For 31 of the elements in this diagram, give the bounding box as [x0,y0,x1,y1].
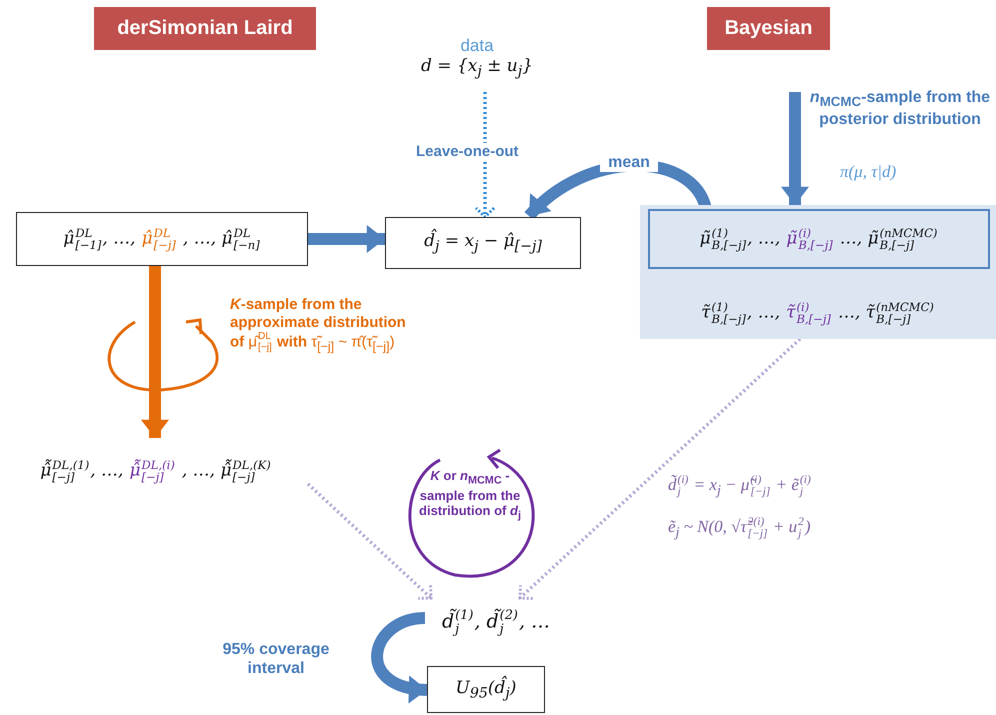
formula-text: τ̃$^{(1)}$$_{B,[−j]}$, …, [701,300,780,325]
header-banner [707,7,830,50]
arrow [781,92,809,205]
note-text: K or n$_{MCMC}$ - sample from the distribution of d$_{j}$ [418,468,522,523]
dotted-arrow [474,92,496,218]
heading: Bayesian [724,17,812,40]
formula-text: U$_{95}$(d̂$_{j}$) [456,678,516,702]
formula-text: d = {x$_{j}$ ± u$_{j}$} [421,56,533,80]
header-banner [94,7,316,50]
formula-text: μ̃$^{(1)}$$_{B,[−j]}$, …, [700,226,780,252]
edge-label: K-sample from the approximate distribution of μ̂$^{DL}$$_{[−j]}$ with τ̃$_{[−j]}$ ~ π̂(τ̃$_{[−j]}$) [230,296,407,355]
dotted-arrow [518,338,802,600]
formula-text: μ̂̃$^{DL,(1)}$$_{[−j]}$, …, [40,458,124,484]
sample-panel [640,205,996,339]
caption-text: data [460,36,494,56]
formula-box [648,209,990,269]
arrow [371,612,428,702]
formula-text: d̂$_{j}$ = x$_{j}$ − μ̂$_{[−j]}$ [424,231,542,255]
formula-text: d̃$^{(1)}$$_{j}$, d̃$^{(2)}$$_{j}$, … [442,609,550,637]
formula-box [427,666,545,713]
arrow [141,266,169,438]
formula-box [385,217,581,269]
heading: derSimonian Laird [117,17,293,40]
formula-text: ẽ$_{j}$ ~ N(0, √τ̃$^{2(i)}$$_{[−j]}$ + u$^{2}$$_{j}$) [668,516,812,542]
dotted-arrow [306,482,432,600]
formula-text: π(μ, τ|d) [840,162,898,182]
formula-text: μ̂$^{DL}$$_{[−1]}$, …, [63,226,136,252]
edge-label: n$_{MCMC}$-sample from the posterior distribution [808,88,992,130]
formula-box [16,212,308,266]
edge-label: 95% coverage interval [222,640,330,678]
arrow [308,225,385,253]
